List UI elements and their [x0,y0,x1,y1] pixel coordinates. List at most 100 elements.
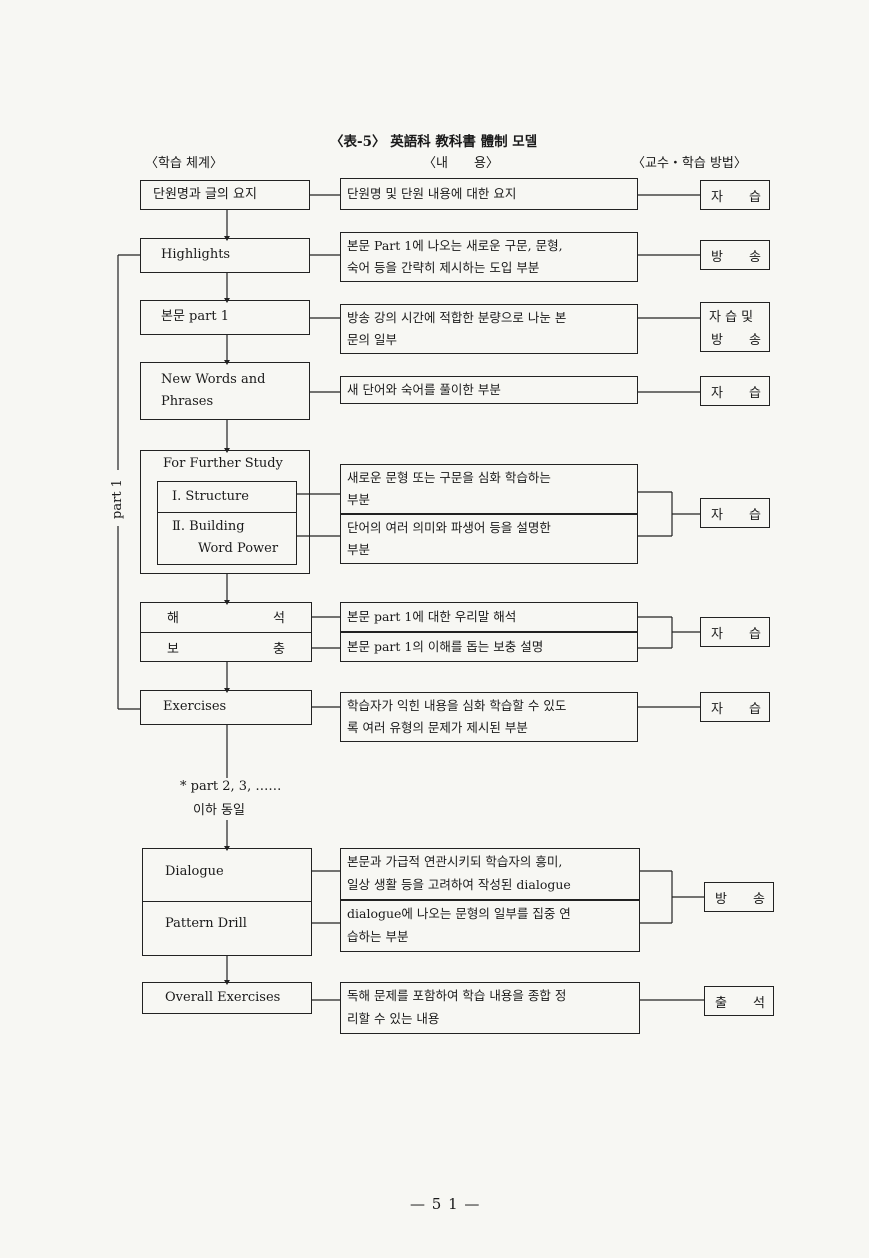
box-divider [143,901,311,902]
haeseok-bochung-box: 해 석 보 충 [140,602,312,662]
part-repeat-line-1: * part 2, 3, …… [180,779,282,794]
unit-summary-label: 단원명과 글의 요지 [153,187,257,202]
content-box-1: 단원명 및 단원 내용에 대한 요지 [340,178,638,210]
pattern-drill-label: Pattern Drill [165,916,247,931]
method-box-9: 출 석 [704,986,774,1016]
dialogue-pattern-box: Dialogue Pattern Drill [142,848,312,956]
part-repeat-line-2: 이하 동일 [193,803,245,818]
header-system: 〈학습 체계〉 [145,156,223,171]
method-box-4: 자 습 [700,376,770,406]
method-box-1: 자 습 [700,180,770,210]
method-char-2: 습 [749,508,761,523]
method-box-2: 방 송 [700,240,770,270]
overall-label: Overall Exercises [165,990,281,1005]
method-jaseup: 자 습 [711,504,761,523]
further-study-label: For Further Study [163,456,283,471]
method-char-2: 송 [749,333,761,348]
method-char-1: 자 [711,386,723,401]
method-jaseup: 자 습 [711,623,761,642]
bochung-label: 보 충 [167,638,285,657]
method-bangsong-2: 방 송 [711,329,761,348]
method-char-2: 습 [749,190,761,205]
method-char-1: 방 [711,333,723,348]
content-box-10: 본문과 가급적 연관시키되 학습자의 흥미, 일상 생활 등을 고려하여 작성된… [340,848,640,900]
box-divider [141,632,311,633]
content-9-line-1: 학습자가 익힌 내용을 심화 학습할 수 있도 [347,698,567,713]
content-11-line-1: dialogue에 나오는 문형의 일부를 집중 연 [347,906,571,921]
table-title: 〈表-5〉 英語科 教科書 體制 모델 [330,134,538,150]
method-char-2: 습 [749,702,761,717]
method-box-8: 방 송 [704,882,774,912]
method-char-1: 자 [711,627,723,642]
body-part1-label: 본문 part 1 [161,309,229,324]
highlights-box: Highlights [140,238,310,273]
overall-box: Overall Exercises [142,982,312,1014]
header-content: 〈내 용〉 [423,156,499,171]
content-4: 새 단어와 숙어를 풀이한 부분 [347,382,501,397]
content-5-line-1: 새로운 문형 또는 구문을 심화 학습하는 [347,470,551,485]
method-char-2: 송 [749,250,761,265]
highlights-label: Highlights [161,247,231,262]
exercises-label: Exercises [163,699,227,714]
haeseok-char-1: 해 [167,611,179,626]
content-7: 본문 part 1에 대한 우리말 해석 [347,609,517,624]
content-10-line-2: 일상 생활 등을 고려하여 작성된 dialogue [347,877,571,892]
content-6-line-1: 단어의 여러 의미와 파생어 등을 설명한 [347,520,551,535]
method-jaseup: 자 습 [711,186,761,205]
content-box-2: 본문 Part 1에 나오는 새로운 구문, 문형, 숙어 등을 간략히 제시하… [340,232,638,282]
content-box-7: 본문 part 1에 대한 우리말 해석 [340,602,638,632]
new-words-label-2: Phrases [161,394,214,409]
further-study-box: For Further Study Ⅰ. Structure Ⅱ. Buildi… [140,450,310,574]
content-box-4: 새 단어와 숙어를 풀이한 부분 [340,376,638,404]
method-char-1: 자 [711,508,723,523]
method-bangsong: 방 송 [715,888,765,907]
content-box-6: 단어의 여러 의미와 파생어 등을 설명한 부분 [340,514,638,564]
exercises-box: Exercises [140,690,312,725]
content-3-line-2: 문의 일부 [347,332,397,347]
method-jaseup: 자 습 [711,382,761,401]
content-2-line-1: 본문 Part 1에 나오는 새로운 구문, 문형, [347,238,563,253]
content-6-line-2: 부분 [347,542,371,557]
content-2-line-2: 숙어 등을 간략히 제시하는 도입 부분 [347,260,540,275]
method-char-1: 방 [715,892,727,907]
content-12-line-2: 리할 수 있는 내용 [347,1011,440,1026]
content-5-line-2: 부분 [347,492,371,507]
content-box-12: 독해 문제를 포함하여 학습 내용을 종합 정 리할 수 있는 내용 [340,982,640,1034]
content-12-line-1: 독해 문제를 포함하여 학습 내용을 종합 정 [347,988,567,1003]
inner-divider [158,512,296,513]
method-jaseup-mit: 자 습 및 [709,310,754,325]
haeseok-label: 해 석 [167,607,285,626]
method-char-2: 송 [753,892,765,907]
content-box-5: 새로운 문형 또는 구문을 심화 학습하는 부분 [340,464,638,514]
method-char-1: 자 [711,702,723,717]
further-study-inner: Ⅰ. Structure Ⅱ. Building Word Power [157,481,297,565]
content-box-9: 학습자가 익힌 내용을 심화 학습할 수 있도 록 여러 유형의 문제가 제시된… [340,692,638,742]
body-part1-box: 본문 part 1 [140,300,310,335]
method-char-1: 자 [711,190,723,205]
method-char-1: 출 [715,996,727,1011]
bochung-char-2: 충 [273,642,285,657]
new-words-box: New Words and Phrases [140,362,310,420]
method-box-7: 자 습 [700,692,770,722]
method-jaseup: 자 습 [711,698,761,717]
content-10-line-1: 본문과 가급적 연관시키되 학습자의 흥미, [347,854,563,869]
method-box-5: 자 습 [700,498,770,528]
unit-summary-box: 단원명과 글의 요지 [140,180,310,210]
content-1: 단원명 및 단원 내용에 대한 요지 [347,186,517,201]
header-method: 〈교수・학습 방법〉 [632,156,747,171]
method-char-2: 습 [749,627,761,642]
part1-bracket-label: part 1 [110,479,125,519]
content-3-line-1: 방송 강의 시간에 적합한 분량으로 나눈 본 [347,310,567,325]
content-8: 본문 part 1의 이해를 돕는 보충 설명 [347,639,544,654]
new-words-label-1: New Words and [161,372,266,387]
structure-label: Ⅰ. Structure [172,489,249,504]
building-label-2: Word Power [198,541,279,556]
method-box-3: 자 습 및 방 송 [700,302,770,352]
dialogue-label: Dialogue [165,864,224,879]
content-9-line-2: 록 여러 유형의 문제가 제시된 부분 [347,720,528,735]
method-bangsong: 방 송 [711,246,761,265]
content-box-8: 본문 part 1의 이해를 돕는 보충 설명 [340,632,638,662]
content-box-11: dialogue에 나오는 문형의 일부를 집중 연 습하는 부분 [340,900,640,952]
method-char-2: 습 [749,386,761,401]
